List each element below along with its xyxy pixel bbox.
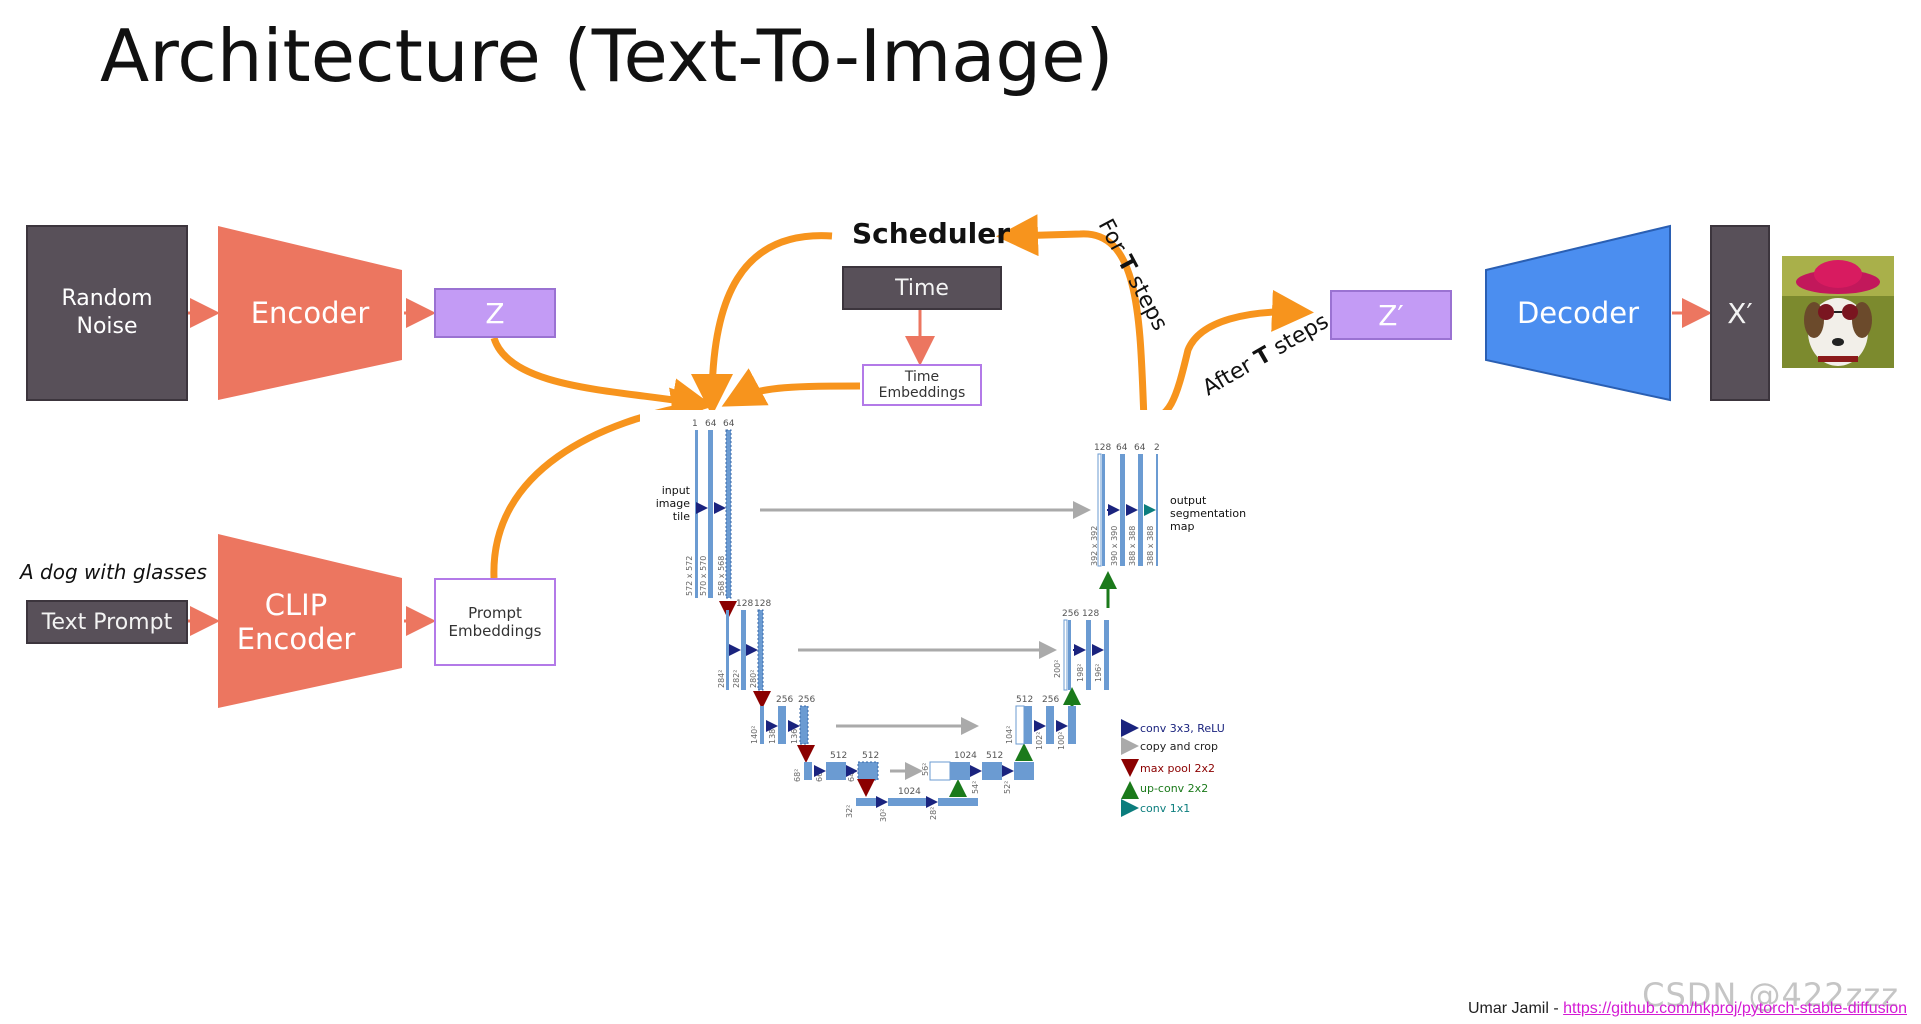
latent-z-box: Z bbox=[434, 288, 556, 338]
unet-size-label: 390 x 390 bbox=[1110, 526, 1119, 566]
latent-z-prime-box: Z′ bbox=[1330, 290, 1452, 340]
prompt-embeddings-label: Prompt Embeddings bbox=[448, 604, 542, 640]
unet-ch-label: 128 bbox=[1094, 443, 1111, 453]
arrow-scheduler-to-unet bbox=[691, 232, 833, 416]
unet-legend: conv 3x3, ReLU copy and crop max pool 2x… bbox=[1121, 719, 1225, 817]
encoder-shape bbox=[218, 226, 402, 400]
legend-item-conv1x1: conv 1x1 bbox=[1140, 802, 1190, 815]
unet-enc-level-1: 1 64 64 572 x 572 570 x 570 568 x 568 in… bbox=[656, 419, 735, 599]
unet-dec-level-2: 256 128 200² 198² 196² bbox=[1053, 609, 1109, 691]
random-noise-label: Random Noise bbox=[61, 286, 153, 339]
unet-size-label: 102² bbox=[1035, 732, 1044, 750]
unet-dec-level-4: 1024 512 56² 54² 52² bbox=[921, 751, 1034, 794]
unet-size-label: 196² bbox=[1094, 664, 1103, 682]
unet-dec-level-3: 512 256 104² 102² 100² bbox=[1005, 695, 1076, 750]
unet-ch-label: 64 bbox=[1134, 443, 1146, 453]
unet-ch-label: 256 bbox=[776, 695, 793, 705]
unet-ch-label: 512 bbox=[986, 751, 1003, 761]
unet-size-label: 280² bbox=[749, 670, 758, 688]
slide-title: Architecture (Text-To-Image) bbox=[100, 14, 1114, 98]
unet-ch-label: 1024 bbox=[898, 787, 921, 797]
scheduler-label: Scheduler bbox=[852, 217, 1011, 250]
unet-size-label: 200² bbox=[1053, 660, 1062, 678]
unet-size-label: 68² bbox=[793, 769, 802, 782]
unet-ch-label: 256 bbox=[1042, 695, 1059, 705]
legend-item-conv: conv 3x3, ReLU bbox=[1140, 722, 1225, 735]
text-prompt-box: Text Prompt bbox=[26, 600, 188, 644]
clip-encoder-shape bbox=[218, 534, 402, 708]
output-x-prime-label: X′ bbox=[1727, 296, 1753, 330]
unet-ch-label: 2 bbox=[1154, 443, 1160, 453]
time-label: Time bbox=[895, 275, 949, 301]
unet-ch-label: 64 bbox=[705, 419, 717, 429]
unet-size-label: 136² bbox=[790, 726, 799, 744]
unet-size-label: 392 x 392 bbox=[1090, 526, 1099, 566]
unet-enc-level-2: 128 128 284² 282² 280² bbox=[717, 599, 771, 691]
unet-ch-label: 1 bbox=[692, 419, 698, 429]
unet-ch-label: 1024 bbox=[954, 751, 977, 761]
unet-size-label: 570 x 570 bbox=[699, 556, 708, 596]
unet-size-label: 28² bbox=[929, 807, 938, 820]
text-prompt-label: Text Prompt bbox=[41, 609, 173, 635]
legend-item-maxpool: max pool 2x2 bbox=[1140, 762, 1215, 775]
time-box: Time bbox=[842, 266, 1002, 310]
clip-encoder-label: CLIP Encoder bbox=[236, 588, 356, 656]
footer: Umar Jamil - https://github.com/hkproj/p… bbox=[1468, 1000, 1907, 1018]
unet-size-label: 572 x 572 bbox=[685, 556, 694, 596]
unet-size-label: 388 x 388 bbox=[1146, 526, 1155, 566]
encoder-label: Encoder bbox=[250, 296, 370, 330]
unet-enc-level-4: 512 512 68² 66² 64² bbox=[793, 751, 879, 782]
unet-size-label: 32² bbox=[845, 805, 854, 818]
arrow-time-embeddings-to-unet bbox=[721, 368, 861, 407]
unet-size-label: 100² bbox=[1057, 732, 1066, 750]
unet-ch-label: 64 bbox=[1116, 443, 1128, 453]
unet-size-label: 140² bbox=[750, 726, 759, 744]
unet-size-label: 104² bbox=[1005, 726, 1014, 744]
unet-ch-label: 128 bbox=[1082, 609, 1099, 619]
footer-link[interactable]: https://github.com/hkproj/pytorch-stable… bbox=[1563, 1000, 1907, 1017]
decoder-label: Decoder bbox=[1516, 296, 1640, 330]
random-noise-box: Random Noise bbox=[26, 225, 188, 401]
unet-bottom-level: 1024 32² 30² 28² bbox=[845, 787, 978, 822]
legend-item-upconv: up-conv 2x2 bbox=[1140, 782, 1208, 795]
loop-label: For T steps bbox=[1093, 215, 1173, 335]
unet-diagram: 1 64 64 572 x 572 570 x 570 568 x 568 in… bbox=[640, 410, 1280, 830]
unet-size-label: 30² bbox=[879, 809, 888, 822]
unet-size-label: 56² bbox=[921, 763, 930, 776]
footer-author: Umar Jamil - bbox=[1468, 1000, 1564, 1017]
unet-ch-label: 256 bbox=[1062, 609, 1079, 619]
output-x-prime-box: X′ bbox=[1710, 225, 1770, 401]
unet-size-label: 198² bbox=[1076, 664, 1085, 682]
unet-ch-label: 256 bbox=[798, 695, 815, 705]
arrow-z-to-unet bbox=[490, 336, 714, 420]
unet-size-label: 388 x 388 bbox=[1128, 526, 1137, 566]
arrow-unet-to-scheduler bbox=[996, 214, 1148, 421]
prompt-embeddings-box: Prompt Embeddings bbox=[434, 578, 556, 666]
unet-ch-label: 512 bbox=[862, 751, 879, 761]
unet-enc-level-3: 256 256 140² 138² 136² bbox=[750, 695, 815, 745]
unet-size-label: 568 x 568 bbox=[717, 556, 726, 596]
unet-ch-label: 512 bbox=[1016, 695, 1033, 705]
time-embeddings-label: Time Embeddings bbox=[878, 369, 966, 401]
unet-size-label: 282² bbox=[732, 670, 741, 688]
unet-ch-label: 128 bbox=[736, 599, 753, 609]
unet-ch-label: 64 bbox=[723, 419, 735, 429]
unet-ch-label: 512 bbox=[830, 751, 847, 761]
decoder-shape bbox=[1485, 224, 1671, 402]
unet-size-label: 138² bbox=[768, 726, 777, 744]
unet-size-label: 54² bbox=[971, 781, 980, 794]
legend-item-copy: copy and crop bbox=[1140, 740, 1218, 753]
watermark: CSDN @422zzz bbox=[1642, 976, 1899, 1014]
unet-dec-level-1: 128 64 64 2 392 x 392 390 x 390 388 x 38… bbox=[1090, 443, 1246, 567]
time-embeddings-box: Time Embeddings bbox=[862, 364, 982, 406]
unet-size-label: 284² bbox=[717, 670, 726, 688]
unet-ch-label: 128 bbox=[754, 599, 771, 609]
unet-size-label: 52² bbox=[1003, 781, 1012, 794]
output-dog-image bbox=[1782, 256, 1894, 368]
prompt-example-caption: A dog with glasses bbox=[20, 560, 207, 584]
